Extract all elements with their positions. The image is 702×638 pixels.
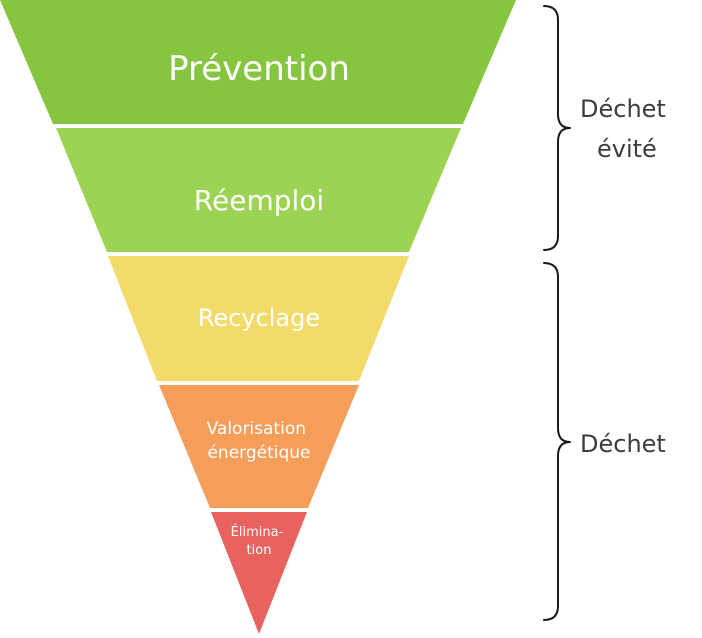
tier-valorisation-label: Valorisation énergétique bbox=[207, 419, 312, 463]
avoided-waste-label: Déchet évité bbox=[580, 95, 673, 163]
avoided-waste-label-line-1: Déchet bbox=[580, 95, 666, 123]
tier-elimination-label: Élimina- tion bbox=[231, 524, 288, 558]
tier-recyclage: Recyclage bbox=[108, 256, 409, 381]
tier-reemploi-label: Réemploi bbox=[194, 184, 324, 217]
tier-recyclage-label-line-1: Recyclage bbox=[198, 304, 320, 332]
tier-prevention: Prévention bbox=[0, 0, 516, 124]
tier-elimination-label-line-1: Élimina- bbox=[231, 524, 284, 540]
tier-prevention-band bbox=[0, 0, 516, 124]
tier-recyclage-label: Recyclage bbox=[198, 304, 320, 332]
tier-reemploi: Réemploi bbox=[56, 128, 461, 252]
tier-reemploi-label-line-1: Réemploi bbox=[194, 184, 324, 217]
tier-prevention-label-line-1: Prévention bbox=[168, 49, 350, 89]
tier-valorisation-band bbox=[159, 385, 359, 508]
waste-label-line-1: Déchet bbox=[580, 430, 666, 458]
waste-label: Déchet bbox=[580, 430, 666, 458]
tier-valorisation: Valorisation énergétique bbox=[159, 385, 359, 508]
tier-recyclage-band bbox=[108, 256, 409, 381]
tier-valorisation-label-line-1: Valorisation bbox=[207, 419, 306, 439]
avoided-waste-brace bbox=[543, 5, 571, 251]
tier-elimination: Élimina- tion bbox=[211, 512, 307, 634]
tier-prevention-label: Prévention bbox=[168, 49, 350, 89]
tier-valorisation-label-line-2: énergétique bbox=[207, 443, 310, 463]
tier-elimination-label-line-2: tion bbox=[247, 543, 272, 558]
waste-brace bbox=[543, 262, 571, 621]
avoided-waste-label-line-2: évité bbox=[597, 135, 657, 163]
tier-reemploi-band bbox=[56, 128, 461, 252]
tier-elimination-band bbox=[211, 512, 307, 634]
